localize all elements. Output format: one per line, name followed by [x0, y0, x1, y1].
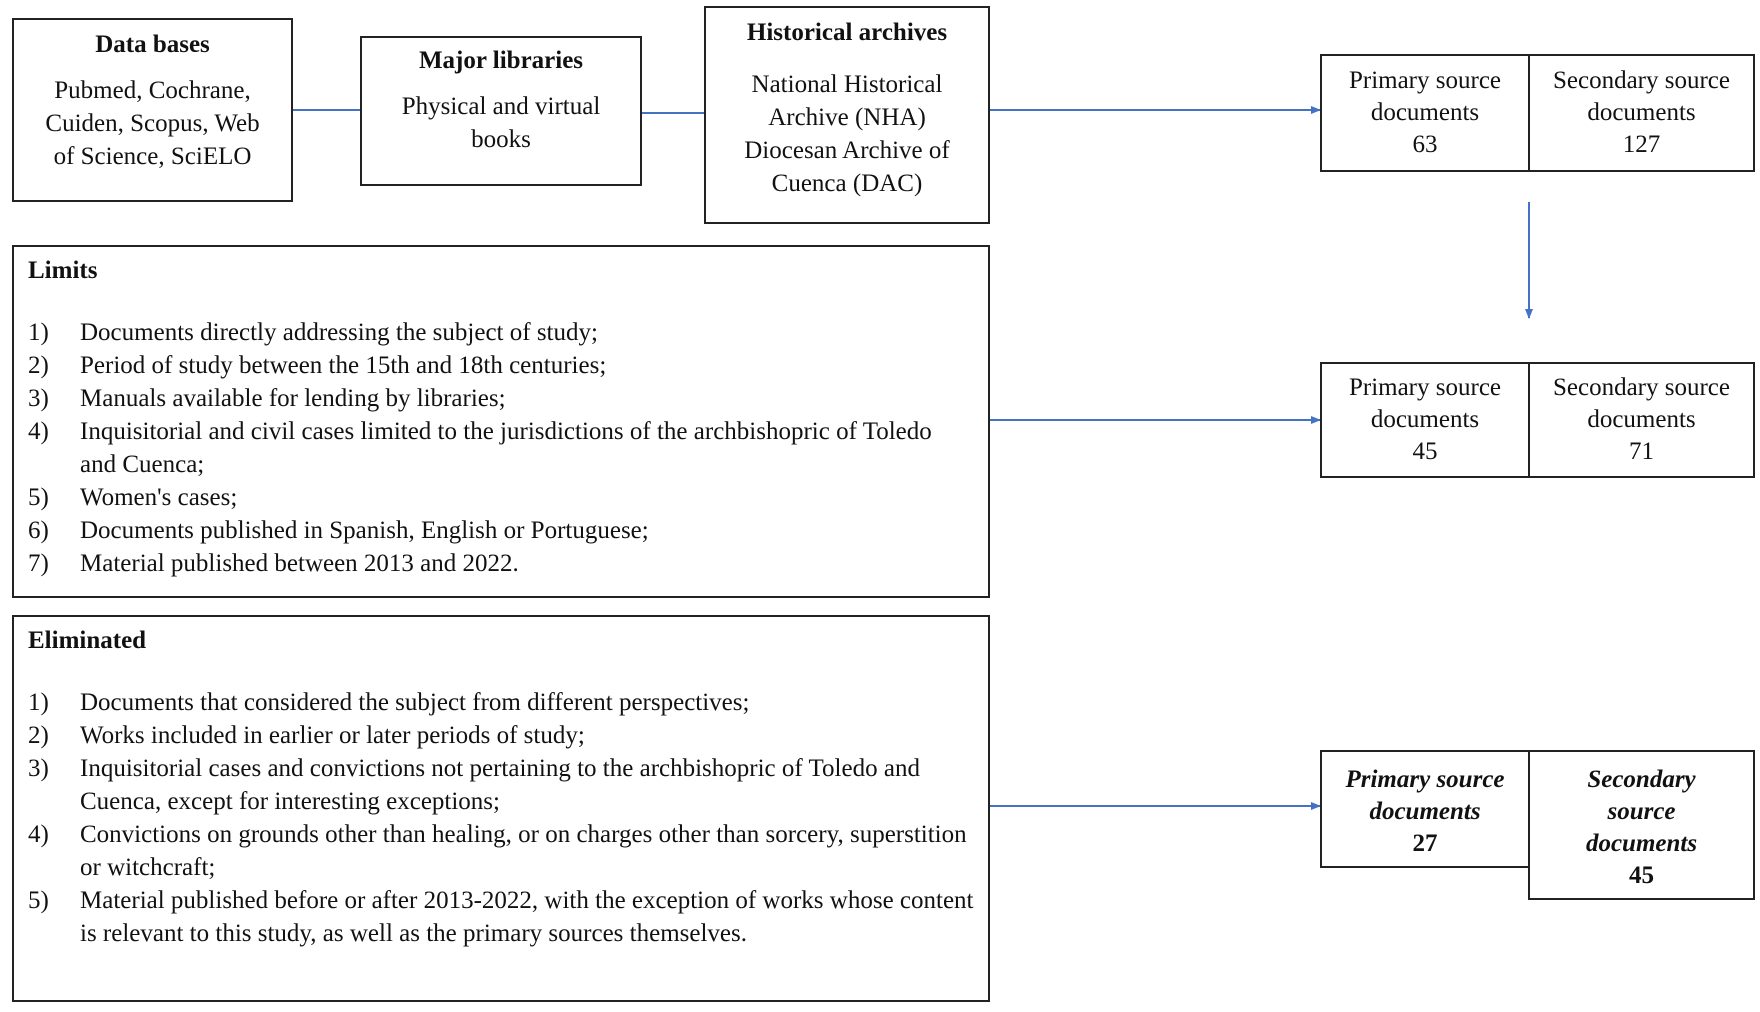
databases-line: Cuiden, Scopus, Web	[45, 110, 260, 137]
stage1-secondary-box: Secondary source documents 127	[1528, 54, 1755, 172]
list-item: 4)Convictions on grounds other than heal…	[28, 821, 967, 881]
archives-line: Diocesan Archive of	[744, 137, 950, 164]
list-item: 6)Documents published in Spanish, Englis…	[28, 517, 649, 544]
result-count: 71	[1629, 438, 1654, 465]
archives-title: Historical archives	[746, 19, 948, 46]
result-count: 63	[1412, 131, 1438, 158]
result-label: documents	[1585, 830, 1698, 857]
eliminated-list: 1)Documents that considered the subject …	[28, 686, 974, 950]
list-item: 2)Period of study between the 15th and 1…	[28, 352, 607, 379]
result-label: Primary source	[1345, 766, 1505, 793]
archives-line: Cuenca (DAC)	[771, 170, 923, 197]
list-item: 1)Documents that considered the subject …	[28, 689, 750, 716]
result-label: Secondary	[1587, 766, 1696, 793]
result-label: Secondary source	[1552, 67, 1730, 94]
result-label: Primary source	[1348, 67, 1502, 94]
result-label: documents	[1369, 798, 1481, 825]
stage1-primary-box: Primary source documents 63	[1320, 54, 1530, 172]
libraries-line: books	[471, 126, 531, 153]
list-item: 3)Manuals available for lending by libra…	[28, 385, 506, 412]
result-label: documents	[1370, 406, 1480, 433]
limits-panel: Limits 1)Documents directly addressing t…	[12, 245, 990, 598]
stage3-secondary-box: Secondary source documents 45	[1528, 750, 1755, 900]
libraries-title: Major libraries	[418, 47, 584, 74]
result-label: source	[1607, 798, 1676, 825]
result-label: documents	[1587, 406, 1696, 433]
databases-line: Pubmed, Cochrane,	[54, 77, 251, 104]
archives-line: Archive (NHA)	[768, 104, 926, 131]
result-count: 45	[1412, 438, 1438, 465]
list-item: 5)Women's cases;	[28, 484, 238, 511]
result-count: 127	[1622, 131, 1661, 158]
databases-title: Data bases	[95, 31, 210, 58]
limits-list: 1)Documents directly addressing the subj…	[28, 316, 974, 580]
result-label: documents	[1587, 99, 1696, 126]
stage2-primary-box: Primary source documents 45	[1320, 362, 1530, 478]
list-item: 4)Inquisitorial and civil cases limited …	[28, 418, 932, 478]
list-item: 3)Inquisitorial cases and convictions no…	[28, 755, 920, 815]
result-label: Primary source	[1348, 374, 1502, 401]
databases-box: Data bases Pubmed, Cochrane, Cuiden, Sco…	[12, 18, 293, 202]
list-item: 1)Documents directly addressing the subj…	[28, 319, 598, 346]
databases-line: of Science, SciELO	[53, 143, 252, 170]
result-label: Secondary source	[1552, 374, 1730, 401]
eliminated-panel: Eliminated 1)Documents that considered t…	[12, 615, 990, 1002]
stage2-secondary-box: Secondary source documents 71	[1528, 362, 1755, 478]
result-count: 27	[1412, 830, 1438, 857]
list-item: 5)Material published before or after 201…	[28, 887, 974, 947]
libraries-box: Major libraries Physical and virtual boo…	[360, 36, 642, 186]
list-item: 7)Material published between 2013 and 20…	[28, 550, 519, 577]
archives-box: Historical archives National Historical …	[704, 6, 990, 224]
list-item: 2)Works included in earlier or later per…	[28, 722, 585, 749]
result-label: documents	[1370, 99, 1480, 126]
eliminated-title: Eliminated	[28, 627, 147, 654]
libraries-line: Physical and virtual	[401, 93, 601, 120]
stage3-primary-box: Primary source documents 27	[1320, 750, 1530, 868]
limits-title: Limits	[28, 257, 98, 284]
result-count: 45	[1629, 862, 1654, 889]
archives-line: National Historical	[751, 71, 943, 98]
